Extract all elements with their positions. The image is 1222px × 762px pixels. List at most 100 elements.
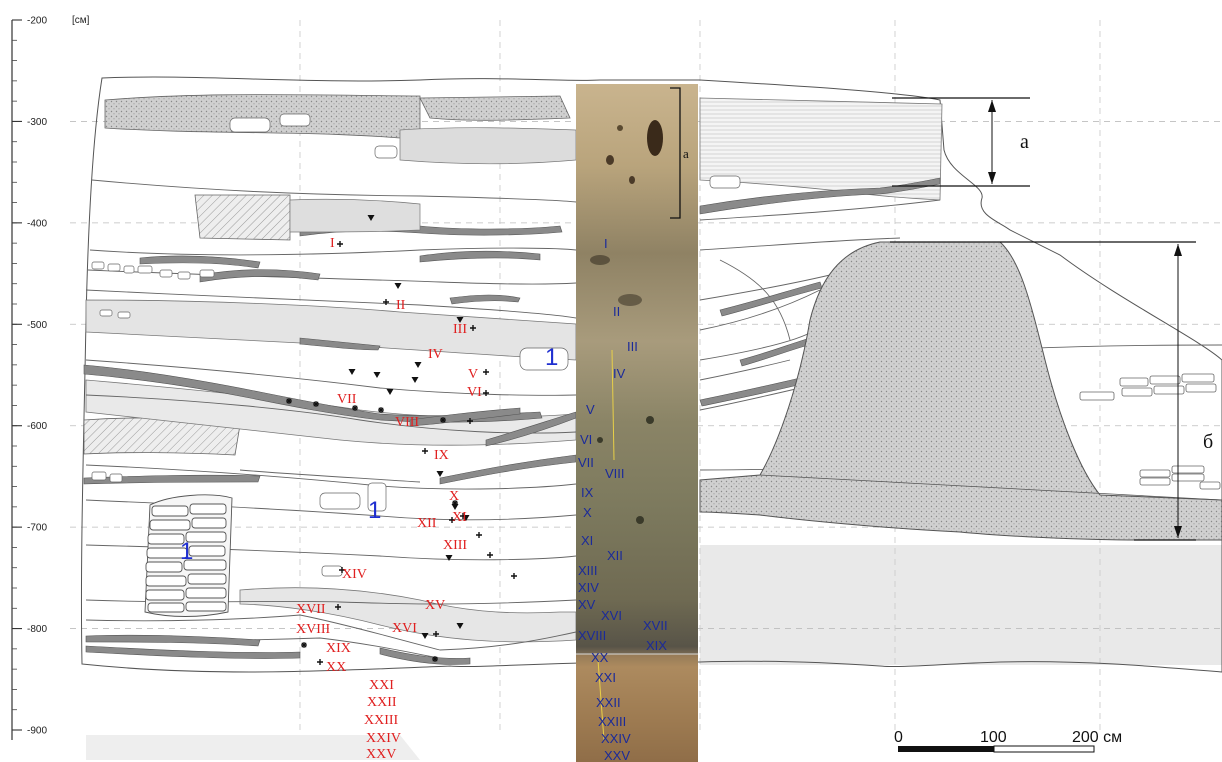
stone-blocks-right — [1079, 373, 1221, 490]
plus-marker — [433, 631, 439, 637]
plus-marker — [449, 517, 455, 523]
red-layer-label: XXIV — [366, 731, 401, 746]
blue-layer-label: IV — [613, 366, 626, 381]
triangle-marker — [394, 283, 402, 289]
plus-marker — [422, 448, 428, 454]
depth-tick-label: -800 — [27, 624, 47, 635]
depth-tick-label: -900 — [27, 726, 47, 737]
triangle-marker — [414, 362, 422, 368]
plus-marker — [339, 567, 345, 573]
lower-band-fill — [700, 545, 1222, 665]
blue-layer-label: XVI — [601, 608, 622, 623]
blue-layer-label: III — [627, 339, 638, 354]
blue-layer-label: XV — [578, 597, 596, 612]
structure-label-1a: 1 — [545, 344, 558, 371]
blue-layer-label: XIV — [578, 580, 599, 595]
red-layer-label: VI — [467, 385, 482, 400]
depth-tick-label: -400 — [27, 218, 47, 229]
scale-label-100: 100 — [980, 729, 1007, 746]
structure-label-1b: 1 — [368, 497, 381, 524]
blue-layer-label: VIII — [605, 466, 625, 481]
hatched-area-top-left — [104, 94, 421, 141]
star-marker — [432, 656, 438, 662]
triangle-marker — [348, 369, 356, 375]
grey-fill-mid — [399, 127, 577, 165]
blue-layer-label: XVII — [643, 618, 668, 633]
red-layer-label: XXI — [369, 678, 394, 693]
red-layer-label: XXIII — [364, 713, 399, 728]
triangle-marker — [421, 633, 429, 639]
red-layer-label: XV — [425, 598, 445, 613]
blue-layer-label: II — [613, 304, 620, 319]
blue-layer-label: XXI — [595, 670, 616, 685]
scale-label-0: 0 — [894, 729, 903, 746]
find-markers — [286, 215, 517, 665]
star-marker — [286, 398, 292, 404]
plus-marker — [483, 390, 489, 396]
plus-marker — [317, 659, 323, 665]
plus-marker — [383, 299, 389, 305]
blue-layer-label: VII — [578, 455, 594, 470]
blue-layer-label: XI — [581, 533, 593, 548]
red-layer-label: XIX — [326, 641, 351, 656]
red-layer-label: XIII — [443, 538, 467, 553]
blue-layer-label: XIII — [578, 563, 598, 578]
scale-bar: 0 100 200 см — [894, 729, 1122, 753]
star-marker — [452, 500, 458, 506]
plus-marker — [483, 369, 489, 375]
star-marker — [301, 642, 307, 648]
photo-label-a: а — [683, 146, 689, 161]
depth-tick-label: -200 — [27, 16, 47, 27]
hatched-right-upper — [699, 97, 943, 201]
structure-label-1c: 1 — [180, 538, 193, 565]
red-layer-label: III — [453, 322, 467, 337]
red-layer-label: VIII — [395, 415, 419, 430]
depth-tick-label: -300 — [27, 117, 47, 128]
blue-layer-label: XIX — [646, 638, 667, 653]
triangle-marker — [456, 623, 464, 629]
grey-layer-4 — [86, 735, 420, 760]
red-layer-labels: IIIIIIIVVVIVIIVIIIIXXXIXIIXIIIXIVXVXVIXV… — [296, 236, 482, 762]
plus-marker — [470, 325, 476, 331]
hatched-area-top-mid — [419, 95, 571, 121]
star-marker — [352, 405, 358, 411]
section-outline — [80, 76, 1222, 673]
blue-layer-label: IX — [581, 485, 594, 500]
hatched-block-upper — [194, 194, 291, 241]
red-layer-label: XXII — [367, 695, 397, 710]
grey-fill-upper — [289, 198, 421, 233]
triangle-marker — [386, 389, 394, 395]
depth-tick-label: -700 — [27, 523, 47, 534]
profile-photo-column: а — [576, 84, 698, 762]
scale-label-200: 200 см — [1072, 729, 1122, 746]
red-layer-label: XVI — [392, 621, 417, 636]
red-layer-label: II — [396, 298, 406, 313]
dimension-a — [892, 97, 1030, 187]
star-marker — [313, 401, 319, 407]
blue-layer-label: XVIII — [578, 628, 606, 643]
blue-layer-label: XXV — [604, 748, 630, 762]
depth-unit-label: [см] — [72, 15, 90, 26]
red-layer-label: XI — [452, 510, 467, 525]
depth-tick-label: -500 — [27, 320, 47, 331]
depth-tick-label: -600 — [27, 421, 47, 432]
blue-layer-label: XXIII — [598, 714, 626, 729]
plus-marker — [335, 604, 341, 610]
blue-layer-label: XXII — [596, 695, 621, 710]
layer-lines-right — [699, 199, 1222, 471]
red-layer-label: XII — [417, 516, 437, 531]
red-layer-label: IX — [434, 448, 449, 463]
structure-b-fill — [699, 241, 1222, 541]
triangle-marker — [436, 471, 444, 477]
star-marker — [440, 417, 446, 423]
blue-layer-label: XII — [607, 548, 623, 563]
star-marker — [378, 407, 384, 413]
dimension-b — [890, 241, 1196, 541]
plus-marker — [476, 532, 482, 538]
red-layer-label: XVIII — [296, 622, 331, 637]
red-layer-label: XX — [326, 660, 346, 675]
stone-pillar-left — [144, 494, 233, 617]
triangle-marker — [456, 317, 464, 323]
blue-layer-label: I — [604, 236, 608, 251]
